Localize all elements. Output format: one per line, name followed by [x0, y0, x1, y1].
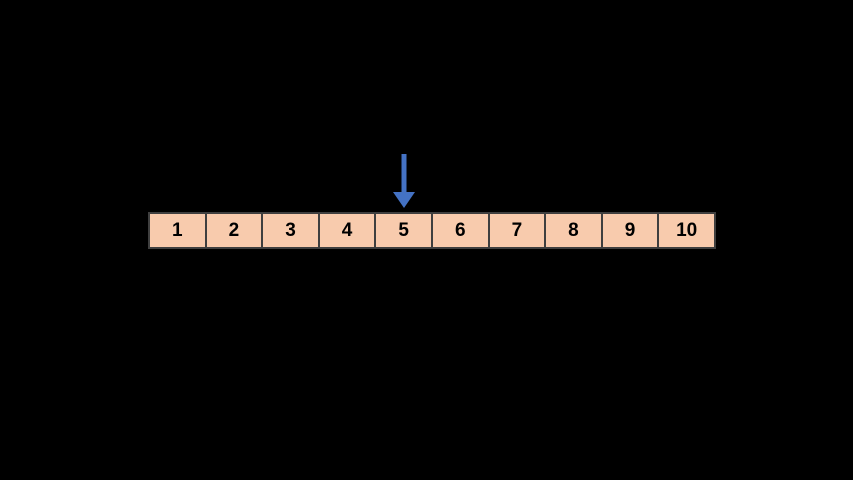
cell-label: 1	[172, 219, 183, 241]
array-cell: 6	[433, 214, 490, 247]
array-cell: 8	[546, 214, 603, 247]
array-cell: 10	[659, 214, 714, 247]
array-cell: 9	[603, 214, 660, 247]
array-row: 1 2 3 4 5 6 7 8 9 10	[148, 212, 716, 249]
cell-label: 6	[454, 219, 466, 241]
cell-label: 10	[676, 219, 698, 241]
cell-label: 3	[285, 219, 296, 241]
array-cell: 2	[207, 214, 264, 247]
down-arrow-icon	[392, 154, 415, 208]
cell-label: 2	[228, 219, 240, 241]
array-cell: 4	[320, 214, 377, 247]
array-cell: 1	[150, 214, 207, 247]
array-cell: 5	[376, 214, 433, 247]
arrow-head	[392, 192, 415, 208]
cell-label: 9	[624, 219, 636, 241]
cell-label: 5	[398, 219, 409, 241]
array-cell: 3	[263, 214, 320, 247]
arrow-shaft	[401, 154, 407, 194]
array-cell: 7	[490, 214, 547, 247]
cell-label: 7	[511, 219, 523, 241]
cell-label: 8	[568, 219, 579, 241]
cell-label: 4	[341, 219, 353, 241]
